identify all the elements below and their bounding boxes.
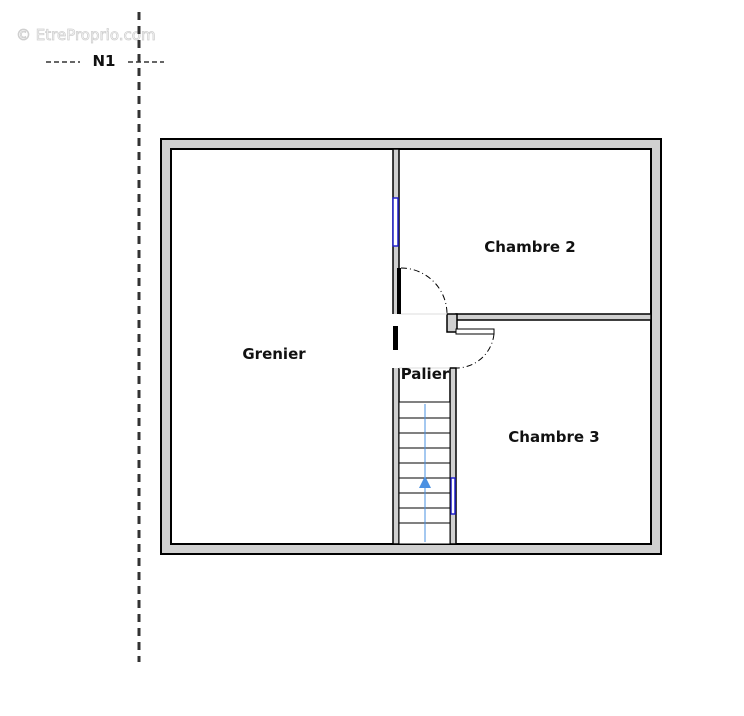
interior-wall-stairs bbox=[449, 367, 457, 545]
wall-stub bbox=[446, 313, 458, 333]
room-label-chambre2: Chambre 2 bbox=[484, 238, 575, 256]
window-stairwell bbox=[450, 477, 456, 515]
door-chambre3 bbox=[455, 328, 495, 369]
window-chambre2 bbox=[392, 197, 399, 247]
door-chambre2 bbox=[397, 267, 448, 315]
stair-arrow bbox=[419, 404, 431, 542]
interior-wall-chambres bbox=[455, 313, 652, 321]
door-grenier bbox=[393, 326, 398, 350]
watermark: © EtreProprio.com bbox=[16, 26, 156, 44]
level-marker-label: N1 bbox=[93, 52, 116, 70]
level-marker: N1 bbox=[46, 52, 164, 70]
room-label-chambre3: Chambre 3 bbox=[508, 428, 599, 446]
room-label-grenier: Grenier bbox=[242, 345, 306, 363]
room-label-palier: Palier bbox=[401, 365, 450, 383]
outer-wall bbox=[160, 138, 662, 555]
